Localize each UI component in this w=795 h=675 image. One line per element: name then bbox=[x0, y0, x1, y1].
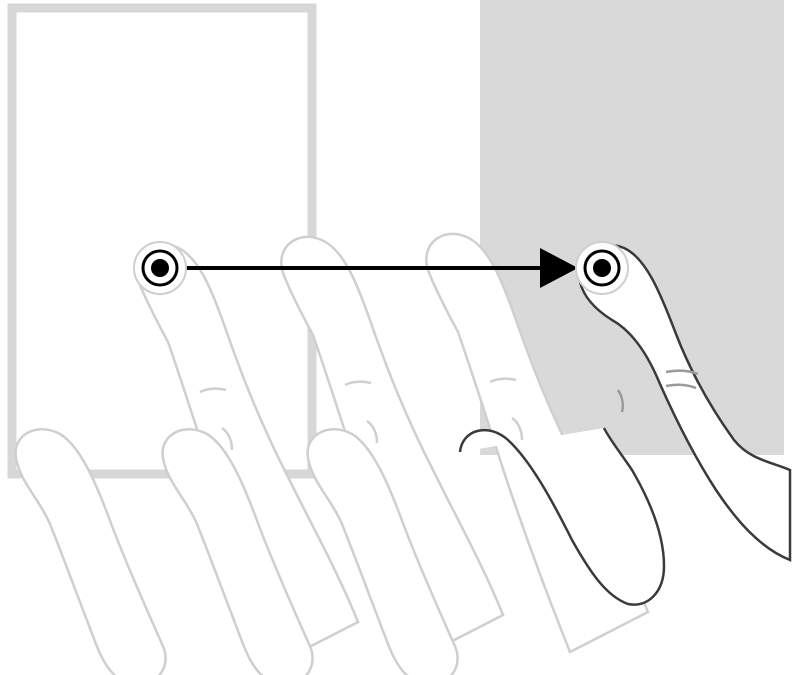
finger-ghost-2 bbox=[280, 235, 505, 657]
active-finger bbox=[458, 243, 792, 606]
finger-ghost-3 bbox=[425, 232, 650, 654]
swipe-arrow bbox=[180, 248, 578, 288]
left-screen-panel bbox=[7, 3, 317, 479]
end-touch-point-icon bbox=[575, 241, 629, 295]
finger-trail bbox=[14, 232, 650, 675]
start-touch-point-icon bbox=[133, 241, 187, 295]
finger-ghost-1 bbox=[135, 242, 360, 664]
active-knuckle bbox=[458, 427, 666, 606]
